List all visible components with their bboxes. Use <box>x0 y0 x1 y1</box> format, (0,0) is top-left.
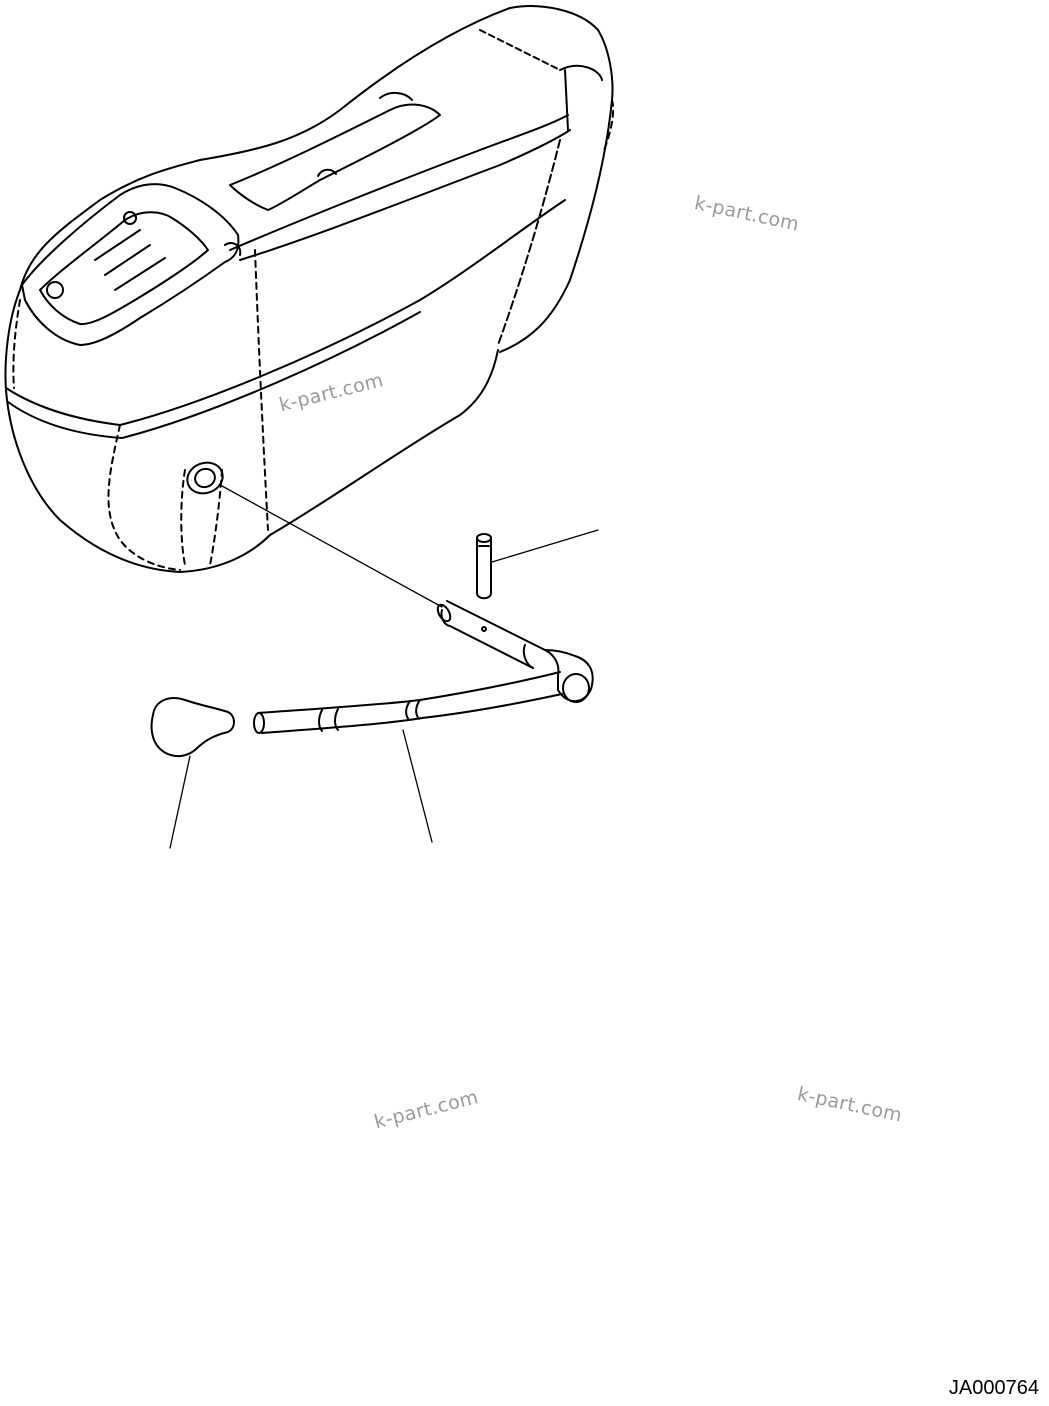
console-body <box>4 5 615 573</box>
rod-leader-line <box>402 729 433 843</box>
pin <box>476 533 492 600</box>
lever-shaft <box>436 600 594 703</box>
lever-rod <box>253 671 563 734</box>
assembly-leader-line <box>221 485 443 608</box>
knob-leader-line <box>169 755 191 849</box>
drawing-id: JA000764 <box>948 1377 1039 1399</box>
pin-leader-line <box>491 529 599 563</box>
knob <box>150 697 235 758</box>
